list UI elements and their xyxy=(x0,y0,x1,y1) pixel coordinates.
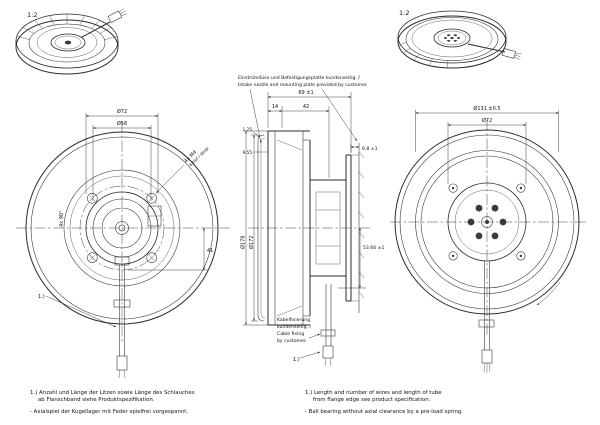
rear-screws xyxy=(448,183,526,261)
cable-note-line2: kundenseitig. / xyxy=(277,324,311,330)
iso-view-right: 1:2 xyxy=(397,9,522,69)
dim-label-42: 42 xyxy=(303,104,309,110)
cable-note-line4: by customer. xyxy=(277,338,307,344)
bolt-circle xyxy=(79,185,165,271)
cable-note-line3: Cable fixing xyxy=(277,331,304,337)
dim-label-9-55: 9.55 xyxy=(243,150,253,155)
rotation-direction-arrow xyxy=(536,281,561,306)
rear-hub-circle xyxy=(447,182,527,262)
impeller-outer-circle xyxy=(25,131,219,325)
dim-section-6-8: 6.8 ±1 xyxy=(350,144,378,153)
dim-label-1-25: 1.25 xyxy=(243,127,253,132)
impeller-blade-ticks-right xyxy=(398,41,449,68)
dim-label-d58: Ø58 xyxy=(117,120,127,127)
scale-label-right: 1:2 xyxy=(399,9,409,17)
dim-label-53-66: 53.66 ±1 xyxy=(363,245,384,251)
footer-en-line3: - Ball bearing without axial clearance b… xyxy=(305,409,463,415)
motor-hub-circle xyxy=(85,191,159,265)
dim-section-total: 69 ±1 xyxy=(267,90,352,152)
dim-label-d72: Ø72 xyxy=(117,108,127,115)
intake-note-line1: Einströmdüse und Befestigungsplatte kund… xyxy=(238,75,360,81)
dim-rear-d131: Ø131 ±0.5 xyxy=(415,105,559,152)
cable-rear-view xyxy=(478,261,495,373)
mounting-flange xyxy=(345,154,359,302)
cable-gland xyxy=(114,256,130,266)
spigot-circle xyxy=(415,150,559,294)
section-view: 69 ±1 14 42 Ø178 Ø172 xyxy=(240,90,384,367)
impeller-blade-ticks-left xyxy=(16,14,118,40)
wire-callout-label: 1.) xyxy=(38,294,45,300)
dim-label-6-8: 6.8 ±1 xyxy=(362,146,378,152)
dim-label-d178: Ø178 xyxy=(240,236,247,249)
rear-outer-circle xyxy=(394,129,580,315)
intake-nozzle xyxy=(257,134,266,322)
mounting-plate-circle xyxy=(63,169,181,287)
dim-section-9-55: 9.55 xyxy=(243,149,269,155)
footer-notes: 1.) Anzahl und Länge der Litzen sowie Lä… xyxy=(30,390,463,415)
footer-de-line1: 1.) Anzahl und Länge der Litzen sowie Lä… xyxy=(30,390,195,396)
rear-hub-holes xyxy=(467,204,507,240)
dim-label-14: 14 xyxy=(272,104,278,110)
intake-note-line2: Intake nozzle and mounting plate provide… xyxy=(238,82,368,88)
motor-hub-iso-left xyxy=(50,33,86,52)
footer-en-line1: 1.) Length and number of wires and lengt… xyxy=(305,390,442,396)
cable-iso-right xyxy=(467,43,522,60)
scale-label-left: 1:2 xyxy=(27,11,37,19)
angle-note-label: 4x 90° xyxy=(59,210,65,227)
cable-front-view xyxy=(113,265,131,379)
dim-label-rear-d72: Ø72 xyxy=(482,117,492,124)
dim-front-d72: Ø72 xyxy=(85,108,159,194)
thread-callout: 4x M4 6 tief / deep xyxy=(155,146,210,194)
cable-fixing-note: Kabelfixierung kundenseitig. / Cable fix… xyxy=(277,317,321,344)
dim-label-total: 69 ±1 xyxy=(298,90,313,96)
dim-rear-d72: Ø72 xyxy=(447,117,527,184)
wire-callout-front: 1.) xyxy=(38,294,117,328)
dim-front-d58: Ø58 xyxy=(92,120,152,201)
dim-label-d172: Ø172 xyxy=(248,236,255,249)
dim-label-41: 41 xyxy=(207,248,213,254)
footer-de-line3: - Axialspiel der Kugellager mit Feder sp… xyxy=(30,409,188,415)
rear-view: Ø131 ±0.5 Ø72 xyxy=(390,105,586,373)
cable-section-view xyxy=(320,284,336,367)
intake-note: Einströmdüse und Befestigungsplatte kund… xyxy=(238,75,368,144)
shaft-circle xyxy=(115,221,129,235)
dim-front-41: 41 xyxy=(128,228,213,271)
dim-section-14-42: 14 42 xyxy=(268,104,330,178)
cable-note-line1: Kabelfixierung xyxy=(277,317,310,323)
mounting-screws xyxy=(87,193,157,263)
wire-callout-section-label: 1.) xyxy=(293,357,300,363)
footer-en-line2: from flange edge see product specificati… xyxy=(313,397,431,403)
angle-note: 4x 90° xyxy=(59,210,65,227)
dim-section-53-66: 53.66 ±1 xyxy=(338,228,384,289)
dim-label-d131: Ø131 ±0.5 xyxy=(473,105,500,112)
motor-hub-iso-right xyxy=(433,28,471,48)
dim-section-d178: Ø178 xyxy=(240,130,268,326)
impeller-section xyxy=(267,130,311,326)
wire-callout-section: 1.) xyxy=(293,351,321,363)
iso-view-left: 1:2 xyxy=(15,8,128,75)
dim-section-1-25: 1.25 xyxy=(243,127,261,138)
cable-iso-left xyxy=(81,8,128,38)
front-view: Ø72 Ø58 4x M4 6 tief / deep 4x 90° 41 1.… xyxy=(16,108,230,379)
footer-de-line2: ab Flanschband siehe Produktspezifikatio… xyxy=(38,397,155,403)
